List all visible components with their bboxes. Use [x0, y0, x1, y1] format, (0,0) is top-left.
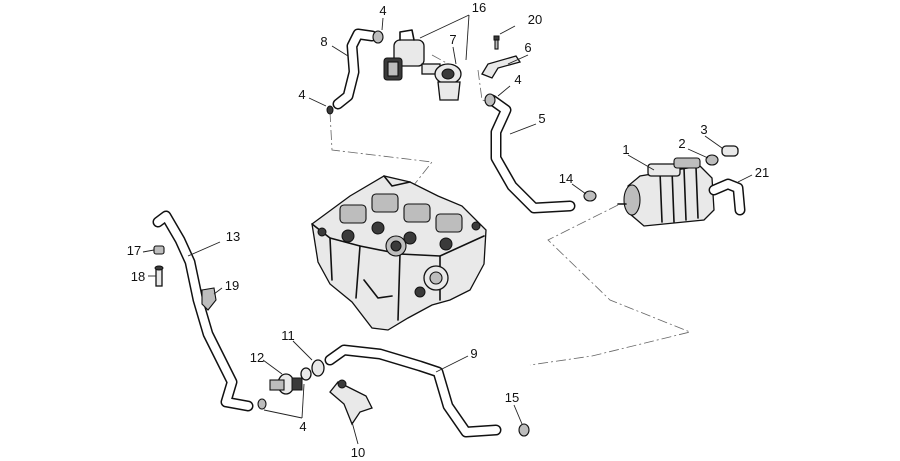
callout-4: 4	[299, 419, 306, 434]
callout-12: 12	[250, 350, 264, 365]
small-parts	[153, 245, 217, 311]
callout-2: 2	[678, 136, 685, 151]
callout-14: 14	[559, 171, 573, 186]
callout-5: 5	[538, 111, 545, 126]
leader-lines	[142, 14, 753, 445]
bracket-7	[434, 63, 462, 101]
callout-3: 3	[700, 122, 707, 137]
callout-18: 18	[131, 269, 145, 284]
callout-19: 19	[225, 278, 239, 293]
callout-1: 1	[622, 142, 629, 157]
callout-9: 9	[470, 346, 477, 361]
callout-4: 4	[298, 87, 305, 102]
canister	[617, 157, 715, 227]
hoses	[152, 28, 746, 438]
callout-15: 15	[505, 390, 519, 405]
clamps	[257, 30, 739, 437]
bolt-20	[493, 35, 500, 50]
callout-4: 4	[379, 3, 386, 18]
bracket-6	[481, 55, 522, 79]
callout-8: 8	[320, 34, 327, 49]
callout-13: 13	[226, 229, 240, 244]
callout-16: 16	[472, 0, 486, 15]
callout-17: 17	[127, 243, 141, 258]
callout-6: 6	[524, 40, 531, 55]
callout-4: 4	[514, 72, 521, 87]
callout-labels: 16 4 8 7 20 6 4 4 5 3 2 1 21 14 13 17 18…	[127, 0, 769, 460]
callout-10: 10	[351, 445, 365, 460]
bracket-10	[329, 379, 373, 426]
cylinder-head	[311, 175, 487, 331]
callout-11: 11	[281, 328, 295, 343]
valve-12	[269, 373, 303, 395]
callout-20: 20	[528, 12, 542, 27]
callout-7: 7	[449, 32, 456, 47]
callout-21: 21	[755, 165, 769, 180]
valve-assembly	[383, 29, 441, 81]
